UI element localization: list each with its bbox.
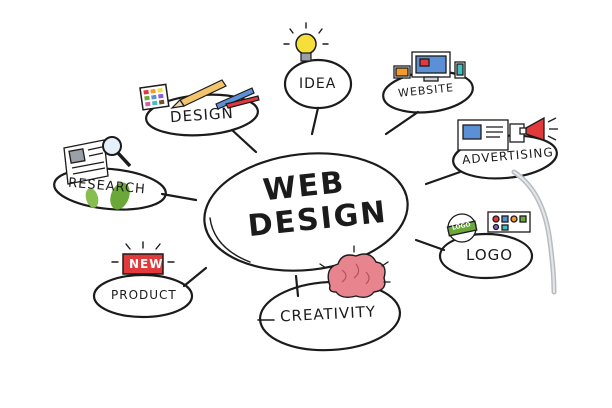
magnifier-icon xyxy=(102,136,132,168)
node-label-product: PRODUCT xyxy=(111,288,177,302)
logo-sticker-icon xyxy=(446,211,531,243)
node-label-logo: LOGO xyxy=(466,246,514,264)
devices-icon xyxy=(393,51,466,82)
lightbulb-icon xyxy=(283,22,329,62)
brain-icon xyxy=(319,245,391,299)
node-logo-ellipse xyxy=(438,232,534,280)
new-badge-icon xyxy=(111,241,175,275)
newspaper-icon xyxy=(63,139,109,185)
billboard-icon xyxy=(457,119,525,151)
pencil-icon xyxy=(170,79,260,110)
megaphone-icon xyxy=(519,116,558,141)
connector-advertising xyxy=(424,170,462,186)
connector-design xyxy=(230,128,258,154)
node-research-ellipse xyxy=(53,167,167,211)
connector-idea xyxy=(310,106,320,136)
connector-website xyxy=(384,110,420,136)
leaf-icon xyxy=(85,182,130,210)
connector-creativity xyxy=(294,274,300,298)
palette-icon xyxy=(139,83,170,111)
connector-logo xyxy=(414,238,446,252)
node-product-ellipse xyxy=(92,273,194,319)
connector-research xyxy=(160,192,198,202)
new-badge-label: NEW xyxy=(129,257,164,271)
node-label-idea: IDEA xyxy=(299,76,337,92)
connector-product xyxy=(182,266,208,288)
node-idea-ellipse xyxy=(283,58,353,110)
center-ellipse xyxy=(203,152,409,272)
center-title: WEB DESIGN xyxy=(243,164,389,244)
